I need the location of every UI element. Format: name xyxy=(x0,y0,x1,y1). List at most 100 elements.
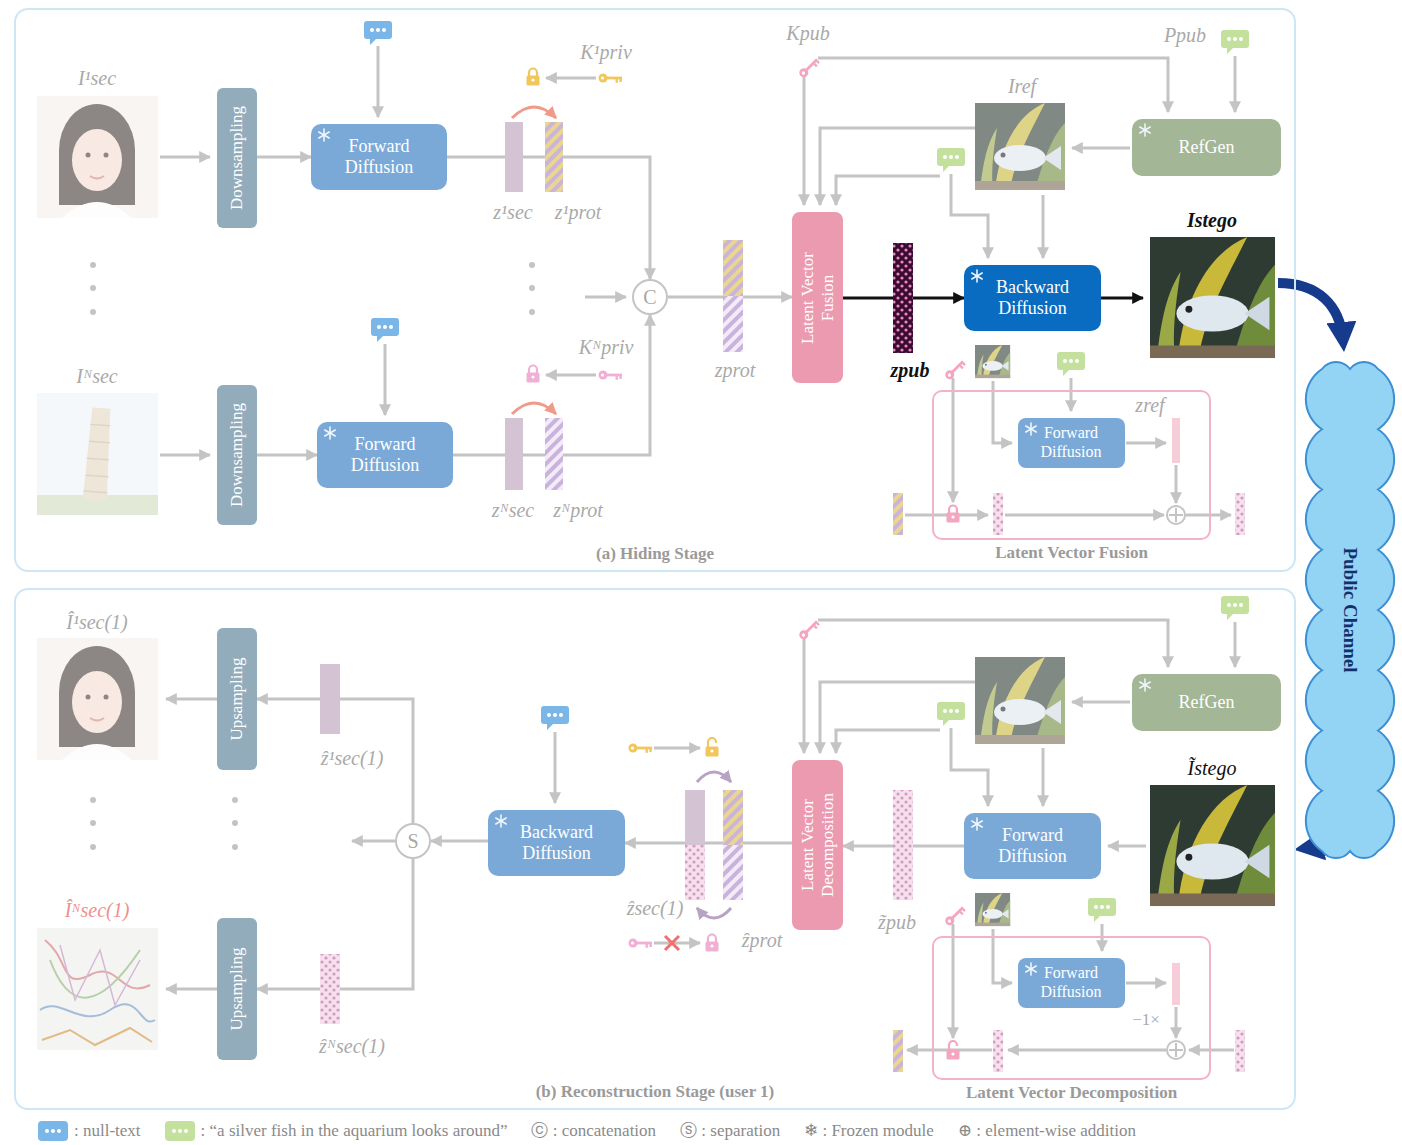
legend-text: ⊕ : element-wise addition xyxy=(958,1120,1136,1141)
prompt-bubble xyxy=(937,148,965,172)
frozen-icon xyxy=(325,430,335,436)
flow-line xyxy=(654,747,700,750)
inset-panel: Latent Vector FusionForward Diffusion xyxy=(932,390,1211,540)
ellipsis-dots xyxy=(90,820,96,826)
swap-arrow xyxy=(697,908,731,918)
legend-item: ❄ : Frozen module xyxy=(804,1120,934,1141)
math-label: z̃pub xyxy=(878,911,916,934)
flow-line xyxy=(1042,748,1045,806)
ellipsis-dots xyxy=(529,285,535,291)
latent-vector xyxy=(993,1030,1003,1072)
noise-image xyxy=(37,928,158,1050)
refgen-box: RefGen xyxy=(1132,119,1281,176)
box-label: Upsampling xyxy=(227,924,247,1054)
latent-vector xyxy=(320,664,340,734)
math-label: Iref xyxy=(1008,75,1036,98)
forbidden-cross xyxy=(665,936,679,950)
frozen-icon xyxy=(319,132,329,138)
box-label: Latent Vector Fusion xyxy=(798,239,837,357)
legend-swatch xyxy=(184,1129,188,1133)
legend-text: : “a silver fish in the aquarium looks a… xyxy=(201,1121,508,1141)
box-label: S xyxy=(407,830,418,853)
legend-item: ⊕ : element-wise addition xyxy=(958,1120,1136,1141)
legend-swatch xyxy=(165,1121,195,1141)
flow-line xyxy=(803,72,806,205)
flow-line xyxy=(1186,514,1231,517)
reconstructed-image xyxy=(37,638,158,760)
refgen-box: RefGen xyxy=(1132,674,1281,731)
addition-symbol xyxy=(1167,506,1185,524)
latent-vector xyxy=(893,1030,903,1072)
addition-symbol xyxy=(1167,1041,1185,1059)
box-label: RefGen xyxy=(1179,137,1235,158)
swap-arrow xyxy=(512,107,556,118)
box-label: Forward Diffusion xyxy=(333,434,437,475)
fusion-box: Latent Vector Fusion xyxy=(792,212,843,383)
legend-item: : “a silver fish in the aquarium looks a… xyxy=(165,1121,508,1141)
flow-line xyxy=(1072,701,1130,704)
prompt-bubble xyxy=(1221,30,1249,54)
latent-vector xyxy=(505,122,523,192)
frozen-icon xyxy=(1140,682,1150,688)
frozen-icon xyxy=(323,426,337,440)
math-label: zref xyxy=(1135,394,1164,417)
box-label: Forward Diffusion xyxy=(981,825,1085,866)
frozen-icon xyxy=(1025,966,1035,972)
legend-text: ❄ : Frozen module xyxy=(804,1120,934,1141)
key-icon xyxy=(599,74,623,83)
prompt-bubble xyxy=(541,706,569,730)
frozen-icon xyxy=(319,132,329,138)
math-label: −1× xyxy=(1132,1010,1160,1030)
math-label: z¹sec xyxy=(493,201,532,224)
math-label: I¹sec xyxy=(78,67,116,90)
legend-text: ⓢ : separation xyxy=(680,1119,780,1142)
box-label: Downsampling xyxy=(227,93,247,223)
channel-arrow xyxy=(1278,283,1343,340)
frozen-icon xyxy=(972,821,982,827)
prompt-bubble xyxy=(1057,352,1085,376)
box-label: Public Channel xyxy=(1339,460,1361,760)
math-label: zprot xyxy=(715,359,755,382)
box-label: C xyxy=(643,286,656,309)
key-icon xyxy=(797,618,820,641)
flow-line xyxy=(836,730,940,753)
math-label: Ĩstego xyxy=(1188,757,1237,780)
prompt-bubble xyxy=(1221,596,1249,620)
flow-line xyxy=(384,344,387,415)
noise-image xyxy=(37,928,158,1050)
frozen-icon xyxy=(1025,426,1035,432)
math-label: K¹priv xyxy=(580,41,632,64)
math-label: Ppub xyxy=(1164,24,1206,47)
prompt-bubble xyxy=(937,702,965,726)
box-label: Upsampling xyxy=(227,634,247,764)
legend-swatch xyxy=(38,1121,68,1141)
legend-swatch xyxy=(38,1121,68,1141)
latent-vector xyxy=(993,493,1003,535)
box-label: Backward Diffusion xyxy=(505,822,609,863)
frozen-icon xyxy=(317,128,331,142)
secret-image xyxy=(37,96,158,218)
flow-line xyxy=(1234,56,1237,112)
ellipsis-dots xyxy=(90,285,96,291)
latent-vector xyxy=(723,790,743,845)
latent-vector xyxy=(545,418,563,490)
frozen-icon xyxy=(494,814,508,828)
flow-line xyxy=(585,296,626,299)
key-icon xyxy=(629,939,653,948)
frozen-icon xyxy=(1024,422,1038,436)
frozen-icon xyxy=(970,269,984,283)
key-icon xyxy=(599,56,967,948)
secret-image xyxy=(37,96,158,218)
prompt-bubble xyxy=(1088,898,1116,922)
flow-line xyxy=(818,58,1168,112)
flow-arrow xyxy=(257,454,317,457)
math-label: ẑ¹sec(1) xyxy=(321,747,384,770)
flow-line xyxy=(554,732,557,803)
box-label: Latent Vector Decomposition xyxy=(798,775,837,915)
math-label: Kᴺpriv xyxy=(579,336,634,359)
addition-symbol xyxy=(1169,508,1183,522)
latent-vector xyxy=(1235,1030,1245,1072)
secret-image xyxy=(83,407,113,500)
cloud-outline xyxy=(1306,362,1394,858)
stego-image xyxy=(1150,785,1275,906)
